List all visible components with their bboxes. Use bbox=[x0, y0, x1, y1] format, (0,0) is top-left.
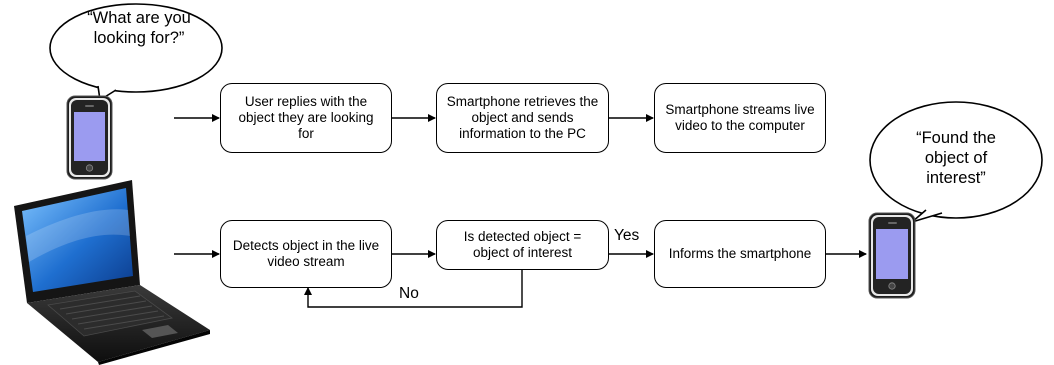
node-retrieves: Smartphone retrieves the object and send… bbox=[436, 83, 609, 153]
node-streams: Smartphone streams live video to the com… bbox=[654, 83, 826, 153]
node-informs: Informs the smartphone bbox=[654, 220, 826, 288]
edge-label-yes: Yes bbox=[614, 227, 640, 244]
laptop-icon bbox=[14, 180, 210, 365]
bubble-text-right: “Found the object of interest” bbox=[916, 129, 996, 187]
smartphone-icon-right bbox=[868, 212, 916, 299]
arrow-no-loop bbox=[304, 270, 523, 308]
speech-bubble-top bbox=[49, 3, 223, 101]
bubble-text-top: “What are you looking for?” bbox=[87, 9, 191, 47]
node-decision: Is detected object = object of interest bbox=[436, 220, 609, 270]
smartphone-icon-top bbox=[66, 95, 113, 180]
node-user-replies: User replies with the object they are lo… bbox=[220, 83, 392, 153]
node-detects: Detects object in the live video stream bbox=[220, 220, 392, 288]
edge-label-no: No bbox=[399, 285, 419, 302]
